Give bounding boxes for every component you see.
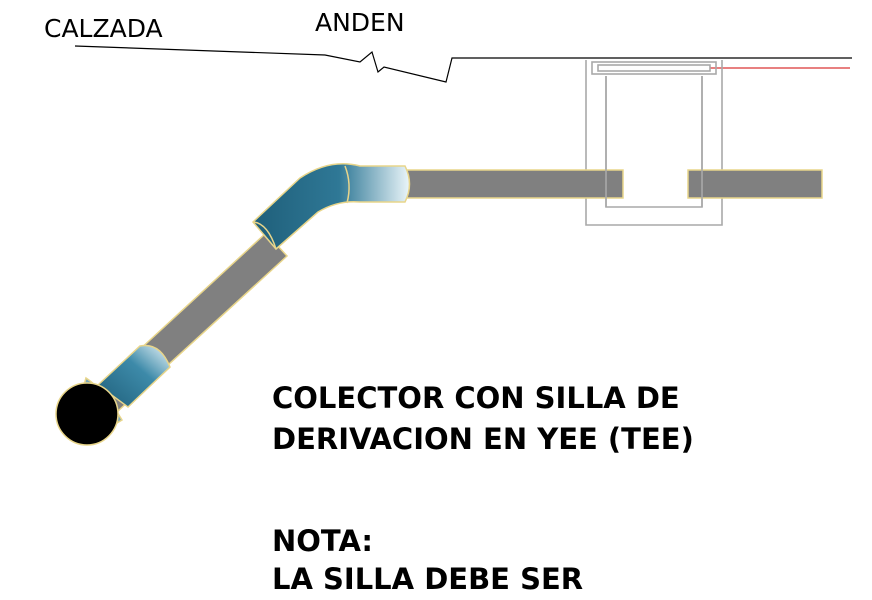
calzada-label: CALZADA (44, 14, 163, 43)
title-line-1: COLECTOR CON SILLA DE (272, 381, 680, 415)
title-line-2: DERIVACION EN YEE (TEE) (272, 422, 694, 456)
note-line-1: LA SILLA DEBE SER (272, 562, 584, 596)
saddle-fitting (96, 344, 171, 408)
note-heading: NOTA: (272, 524, 374, 558)
collector-pipe (55, 382, 119, 446)
pipe-outgoing (687, 169, 823, 199)
anden-label: ANDEN (315, 8, 405, 37)
elbow-socket-lower (253, 221, 277, 250)
elbow-socket-upper (344, 165, 350, 204)
elbow-fitting (251, 163, 411, 251)
pipe-horizontal (404, 169, 624, 199)
ground-line (74, 45, 852, 83)
